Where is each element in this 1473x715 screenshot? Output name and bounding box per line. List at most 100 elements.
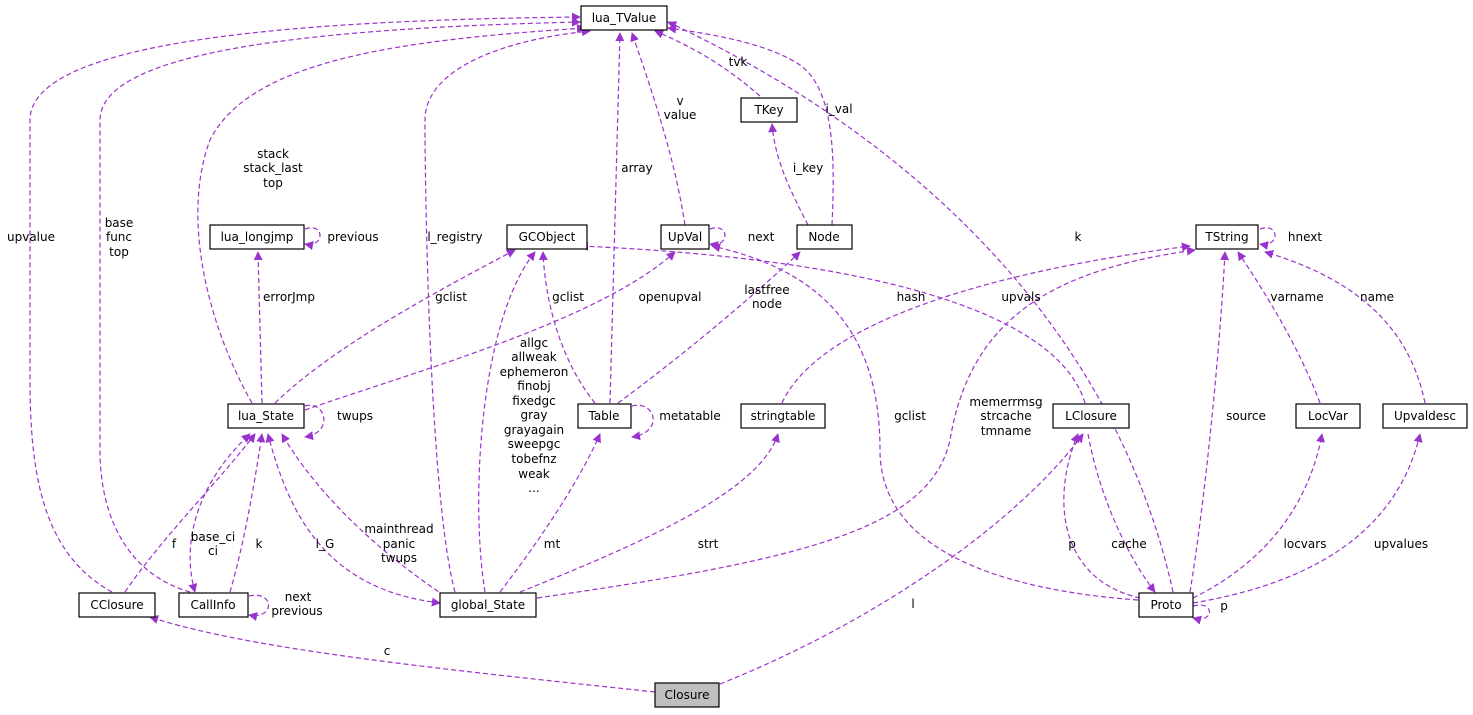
edge-global-registry: [424, 27, 591, 593]
label-ellipsis: ...: [528, 481, 539, 495]
node-upvaldesc-label: Upvaldesc: [1394, 409, 1456, 423]
node-stringtable-label: stringtable: [751, 409, 816, 423]
label-tobefnz: tobefnz: [511, 452, 556, 466]
label-mainthread: mainthread: [364, 522, 433, 536]
label-fixedgc: fixedgc: [512, 394, 556, 408]
label-next-upval: next: [748, 230, 775, 244]
label-upvalues: upvalues: [1374, 537, 1428, 551]
edge-proto-k: [667, 21, 1174, 593]
label-node: node: [752, 297, 782, 311]
edge-proto-upvalues: [1192, 433, 1423, 604]
node-proto[interactable]: Proto: [1138, 592, 1194, 618]
edge-proto-self: [1192, 604, 1210, 625]
edge-state-twups: [304, 404, 325, 441]
node-tstring[interactable]: TString: [1195, 224, 1259, 250]
label-previous-longjmp: previous: [327, 230, 378, 244]
node-lua-longjmp[interactable]: lua_longjmp: [209, 224, 305, 250]
label-panic: panic: [383, 537, 416, 551]
nodes: lua_TValue TKey lua_longjmp GCObject UpV…: [78, 5, 1468, 708]
label-next-callinfo: next: [285, 590, 312, 604]
edge-proto-source: [1189, 251, 1230, 593]
label-array: array: [621, 161, 652, 175]
label-hash: hash: [897, 290, 926, 304]
node-lua-state[interactable]: lua_State: [227, 403, 305, 429]
label-i-val: i_val: [825, 102, 852, 116]
edge-node-ikey: [768, 123, 809, 226]
label-l-registry: l_registry: [427, 230, 482, 244]
node-upval[interactable]: UpVal: [660, 224, 710, 250]
label-finobj: finobj: [517, 379, 550, 393]
label-sweepgc: sweepgc: [508, 437, 561, 451]
label-source: source: [1226, 409, 1266, 423]
edge-global-memerrmsg: [536, 246, 1196, 599]
label-base: base: [105, 216, 134, 230]
label-ci: ci: [208, 544, 218, 558]
label-stack-last: stack_last: [243, 161, 303, 175]
node-proto-label: Proto: [1150, 598, 1181, 612]
edge-upval-value: [630, 32, 686, 226]
edge-table-array: [609, 32, 625, 404]
edge-state-errorjmp: [253, 251, 263, 404]
label-base-ci: base_ci: [191, 530, 236, 544]
edge-proto-p: [1063, 433, 1141, 599]
label-mt: mt: [544, 537, 561, 551]
label-ephemeron: ephemeron: [500, 365, 569, 379]
label-allgc: allgc: [520, 336, 548, 350]
label-p-proto: p: [1220, 599, 1228, 613]
node-callinfo-label: CallInfo: [190, 598, 235, 612]
label-memerrmsg: memerrmsg: [969, 395, 1042, 409]
label-upvalue: upvalue: [7, 230, 55, 244]
label-c: c: [384, 644, 391, 658]
node-upvaldesc[interactable]: Upvaldesc: [1382, 403, 1468, 429]
edge-proto-locvars: [1192, 433, 1325, 599]
edge-state-gclist: [274, 249, 516, 404]
label-gray: gray: [520, 408, 547, 422]
node-lua-tvalue[interactable]: lua_TValue: [580, 5, 668, 31]
label-lastfree: lastfree: [744, 283, 789, 297]
node-cclosure-label: CClosure: [90, 598, 143, 612]
edge-upval-next: [709, 227, 726, 250]
label-v: v: [676, 94, 683, 108]
node-node[interactable]: Node: [796, 224, 853, 250]
node-lua-state-label: lua_State: [238, 409, 294, 423]
label-openupval: openupval: [639, 290, 702, 304]
node-table-label: Table: [587, 409, 619, 423]
node-locvar[interactable]: LocVar: [1295, 403, 1361, 429]
edge-labels: upvalue base func top stack stack_last t…: [7, 55, 1428, 658]
edge-global-mt: [499, 433, 601, 593]
node-lclosure[interactable]: LClosure: [1052, 403, 1130, 429]
node-locvar-label: LocVar: [1308, 409, 1348, 423]
edge-closure-l: [719, 433, 1084, 685]
edge-global-mainthread: [281, 433, 446, 597]
node-stringtable[interactable]: stringtable: [740, 403, 826, 429]
label-func: func: [106, 230, 132, 244]
node-tstring-label: TString: [1204, 230, 1248, 244]
node-lua-tvalue-label: lua_TValue: [592, 11, 657, 25]
edge-state-openupval: [304, 251, 676, 411]
edge-locvar-varname: [1237, 251, 1321, 404]
edge-table-metatable: [631, 404, 654, 441]
node-closure[interactable]: Closure: [654, 682, 720, 708]
label-gclist-table: gclist: [552, 290, 584, 304]
edge-closure-c: [149, 615, 656, 693]
node-callinfo[interactable]: CallInfo: [178, 592, 249, 618]
edge-table-node: [617, 251, 801, 404]
edge-upvaldesc-name: [1264, 249, 1426, 404]
label-top-state: top: [263, 176, 283, 190]
node-cclosure[interactable]: CClosure: [78, 592, 156, 618]
node-global-state[interactable]: global_State: [439, 592, 537, 618]
label-stack: stack: [257, 147, 289, 161]
label-metatable: metatable: [659, 409, 721, 423]
node-tkey[interactable]: TKey: [740, 97, 798, 123]
node-global-state-label: global_State: [451, 598, 525, 612]
node-gcobject-label: GCObject: [519, 230, 576, 244]
edge-lclosure-cache: [1087, 433, 1156, 593]
label-strcache: strcache: [980, 409, 1031, 423]
node-gcobject[interactable]: GCObject: [506, 224, 588, 250]
node-table[interactable]: Table: [577, 403, 632, 429]
label-l-g: l_G: [316, 537, 335, 551]
edges: [29, 12, 1426, 693]
label-hnext: hnext: [1288, 230, 1322, 244]
edge-lclosure-upvals: [579, 241, 1086, 404]
